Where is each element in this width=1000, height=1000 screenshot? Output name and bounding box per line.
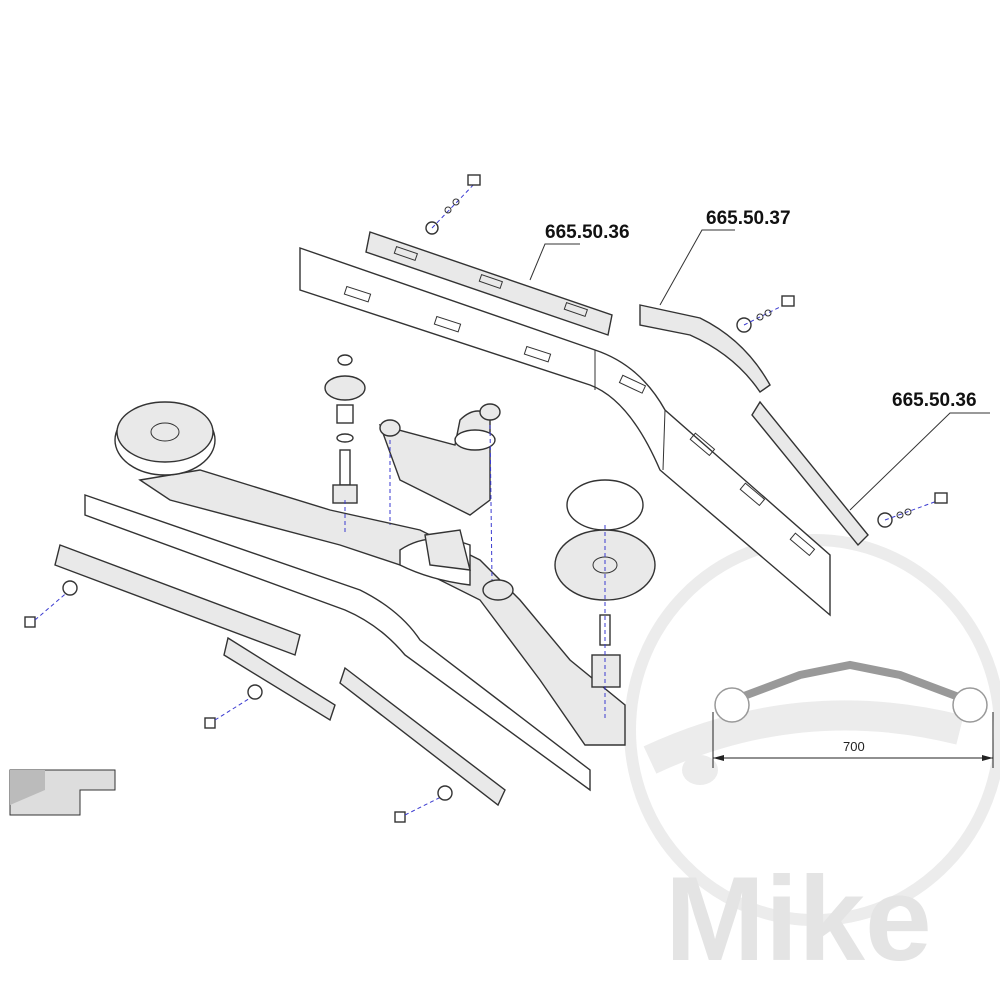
rail-curved <box>639 304 771 393</box>
wing-nut-bolt-upper <box>425 174 481 235</box>
part-label: 665.50.36 <box>545 222 630 243</box>
rail-right <box>751 400 869 547</box>
watermark-text: Mike <box>665 852 932 986</box>
wing-nut-bolt-right <box>877 492 948 528</box>
dimension-inset: 700 <box>712 660 994 768</box>
callout-665-50-36-upper: 665.50.36 <box>529 222 630 281</box>
watermark-logo: Mike <box>624 534 1000 986</box>
rail-lower-left <box>54 544 301 656</box>
suction-elbow <box>378 403 501 581</box>
wheel-left <box>114 401 216 476</box>
part-label: 665.50.36 <box>892 390 977 411</box>
rail-lower-right <box>339 666 506 807</box>
wing-nut-bolt-curved <box>736 295 795 333</box>
rail-lower-mid <box>223 636 336 722</box>
bolt-lower-left <box>24 580 78 628</box>
bolt-lower-right <box>394 785 453 823</box>
squeegee-blade-upper <box>299 247 831 617</box>
direction-arrow-icon <box>9 769 116 816</box>
callout-665-50-37: 665.50.37 <box>659 208 791 306</box>
wheel-right <box>482 479 656 720</box>
height-adjust-knob <box>324 354 366 535</box>
callout-665-50-36-right: 665.50.36 <box>849 390 990 511</box>
squeegee-blade-lower <box>84 494 591 792</box>
rail-upper-left <box>365 231 613 336</box>
part-label: 665.50.37 <box>706 208 791 229</box>
squeegee-frame-arm <box>138 469 626 746</box>
bolt-lower-mid <box>204 684 263 729</box>
dimension-value: 700 <box>843 739 865 754</box>
